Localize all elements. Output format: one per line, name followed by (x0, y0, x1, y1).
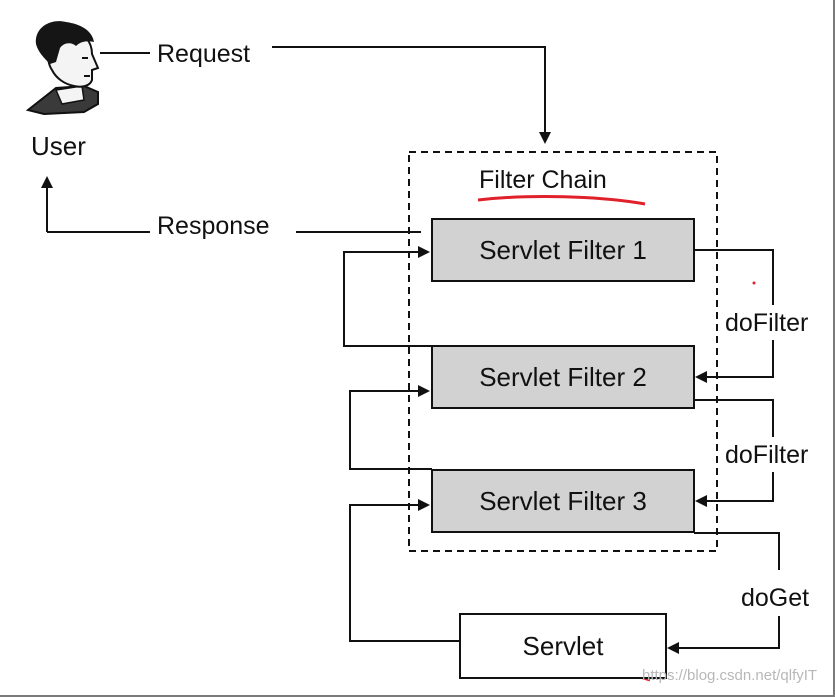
request-label: Request (157, 40, 251, 68)
filter-chain-underline (477, 195, 646, 206)
servlet-filter-1-box: Servlet Filter 1 (431, 218, 695, 282)
dofilter-label-2: doFilter (725, 441, 809, 469)
watermark-text: https://blog.csdn.net/qlfyIT (642, 667, 818, 684)
servlet-box: Servlet (459, 613, 667, 679)
return-connector-servlet-to-3 (349, 499, 459, 642)
dofilter-connector-1 (694, 249, 774, 383)
return-connector-2-to-1 (343, 246, 432, 347)
servlet-filter-2-box: Servlet Filter 2 (431, 345, 695, 409)
filter-chain-container (408, 151, 718, 552)
response-label: Response (157, 212, 270, 240)
user-head-icon (25, 21, 100, 116)
servlet-filter-3-box: Servlet Filter 3 (431, 469, 695, 533)
user-label: User (31, 131, 86, 161)
servlet-filter-3-label: Servlet Filter 3 (479, 485, 647, 516)
servlet-filter-2-label: Servlet Filter 2 (479, 361, 647, 392)
servlet-label: Servlet (522, 630, 604, 661)
red-dot-mark (752, 281, 756, 285)
doget-connector (667, 532, 780, 654)
doget-label: doGet (741, 584, 810, 612)
dofilter-connector-2 (694, 399, 774, 507)
dofilter-label-1: doFilter (725, 309, 809, 337)
return-connector-3-to-2 (349, 385, 432, 470)
response-connector (41, 176, 421, 233)
servlet-filter-1-label: Servlet Filter 1 (479, 234, 647, 265)
filter-chain-title: Filter Chain (479, 166, 607, 194)
request-connector (100, 46, 551, 144)
